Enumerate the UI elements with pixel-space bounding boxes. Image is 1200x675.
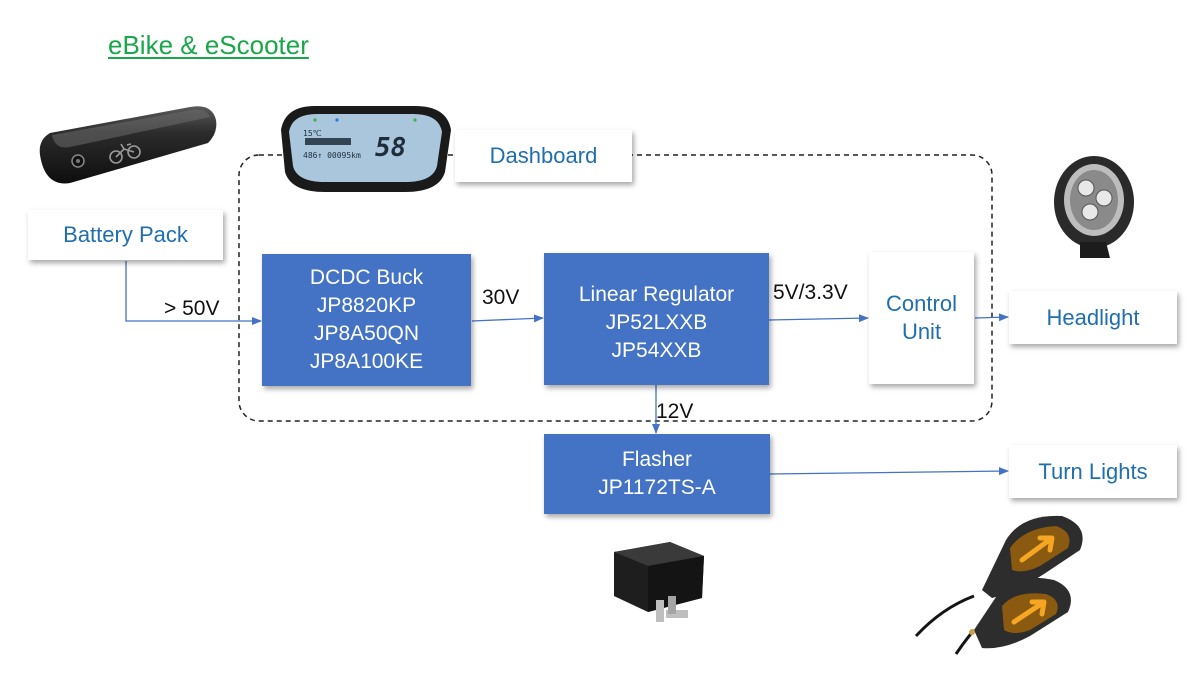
dcdc-part-3: JP8A100KE xyxy=(309,350,424,373)
flasher-block: Flasher JP1172TS-A xyxy=(544,434,770,514)
wire-flasher-to-turnlights xyxy=(769,467,1009,476)
flasher-title: Flasher xyxy=(621,448,693,471)
dcdc-title: DCDC Buck xyxy=(309,266,424,289)
battery-pack-photo xyxy=(39,106,217,184)
dashboard-display-photo: 15℃ 486↑ 00095km 58 xyxy=(281,106,451,192)
turn-lights-photo xyxy=(914,515,1083,655)
label-ldo-voltage: 5V/3.3V xyxy=(773,281,848,304)
headlight-photo xyxy=(1054,156,1134,258)
dcdc-part-1: JP8820KP xyxy=(316,294,417,317)
flasher-part: JP1172TS-A xyxy=(598,476,716,499)
label-buck-voltage: 30V xyxy=(482,286,520,309)
turn-lights-box: Turn Lights xyxy=(1009,445,1177,498)
dcdc-part-2: JP8A50QN xyxy=(313,322,420,345)
linear-part-2: JP54XXB xyxy=(611,339,702,362)
svg-text:15℃: 15℃ xyxy=(303,129,322,138)
battery-pack-box: Battery Pack xyxy=(28,210,223,260)
page-title: eBike & eScooter xyxy=(108,30,309,60)
headlight-box: Headlight xyxy=(1009,291,1177,344)
svg-text:58: 58 xyxy=(375,133,406,163)
dashboard-box: Dashboard xyxy=(455,130,632,182)
label-battery-voltage: > 50V xyxy=(164,297,220,320)
wire-linear-to-control xyxy=(768,314,869,323)
wire-dcdc-to-linear xyxy=(471,314,544,323)
svg-text:486↑ 00095km: 486↑ 00095km xyxy=(303,151,361,160)
wire-battery-to-dcdc xyxy=(125,261,262,325)
flasher-relay-photo xyxy=(614,542,704,622)
linear-part-1: JP52LXXB xyxy=(605,311,708,334)
control-line-2: Unit xyxy=(901,319,942,344)
label-flasher-voltage: 12V xyxy=(656,400,694,423)
wire-control-to-headlight xyxy=(974,313,1009,322)
dcdc-buck-block: DCDC Buck JP8820KP JP8A50QN JP8A100KE xyxy=(262,254,471,386)
linear-regulator-block: Linear Regulator JP52LXXB JP54XXB xyxy=(544,253,769,385)
control-line-1: Control xyxy=(886,291,957,316)
dashed-enclosure xyxy=(238,154,993,422)
linear-title: Linear Regulator xyxy=(578,283,735,306)
control-unit-box: Control Unit xyxy=(869,252,974,384)
